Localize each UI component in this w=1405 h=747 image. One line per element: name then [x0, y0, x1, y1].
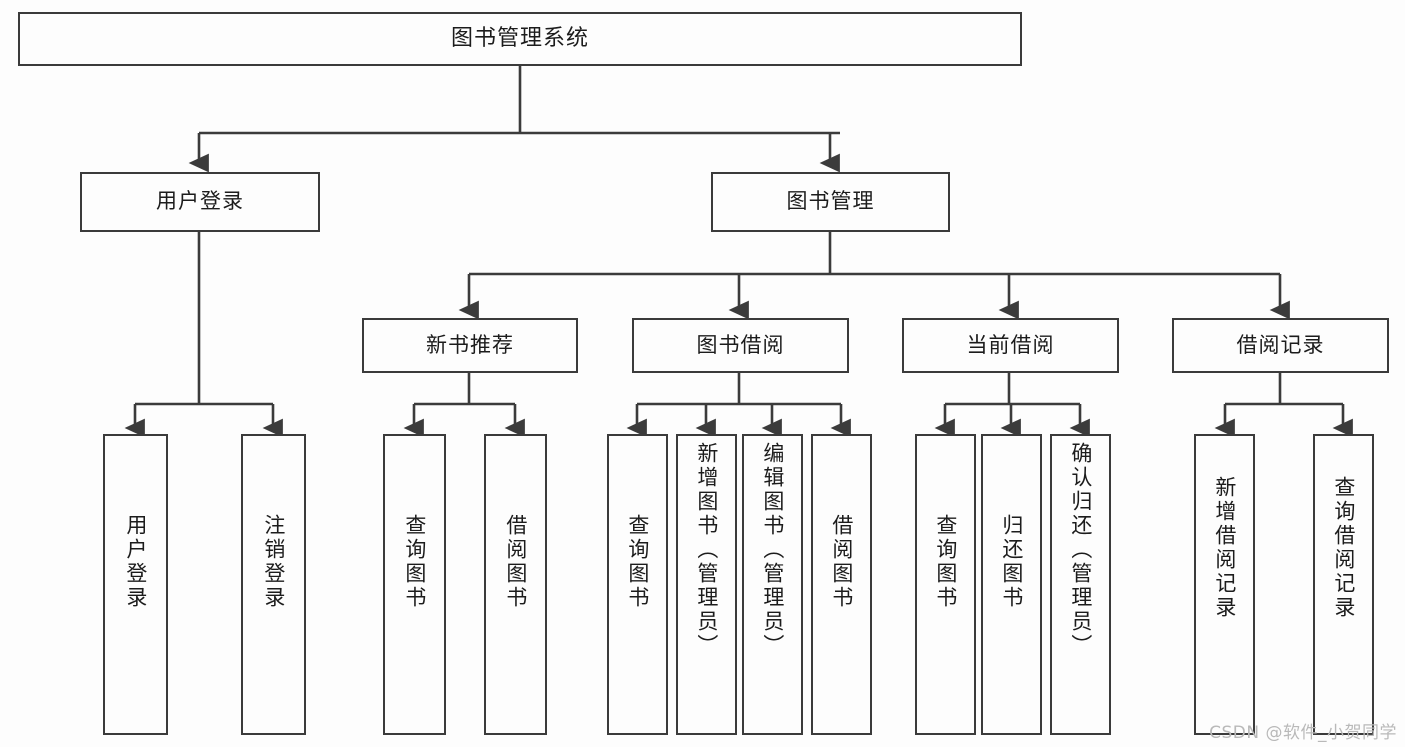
leaf-label: 借阅图书 [503, 514, 528, 610]
node-label: 借阅记录 [1236, 332, 1325, 357]
leaf-book-borrow-add-book-admin[interactable]: 新增图书（管理员） [676, 434, 737, 735]
node-new-book-recommend[interactable]: 新书推荐 [362, 318, 578, 373]
watermark-text: CSDN @软件_小贺同学 [1209, 723, 1397, 743]
leaf-user-login-login[interactable]: 用户登录 [103, 434, 168, 735]
leaf-label: 编辑图书（管理员） [760, 442, 785, 658]
leaf-new-book-borrow-book[interactable]: 借阅图书 [484, 434, 547, 735]
leaf-book-borrow-borrow-book[interactable]: 借阅图书 [811, 434, 872, 735]
leaf-book-borrow-query-book[interactable]: 查询图书 [607, 434, 668, 735]
leaf-label: 新增图书（管理员） [694, 442, 719, 658]
node-label: 图书管理 [786, 189, 875, 214]
leaf-new-book-query-book[interactable]: 查询图书 [383, 434, 446, 735]
leaf-label: 查询图书 [933, 514, 958, 610]
node-book-management[interactable]: 图书管理 [711, 172, 950, 232]
leaf-current-borrow-return-book[interactable]: 归还图书 [981, 434, 1042, 735]
leaf-label: 查询图书 [625, 514, 650, 610]
node-borrow-record[interactable]: 借阅记录 [1172, 318, 1389, 373]
leaf-current-borrow-query-book[interactable]: 查询图书 [915, 434, 976, 735]
leaf-label: 新增借阅记录 [1212, 476, 1237, 620]
leaf-label: 查询图书 [402, 514, 427, 610]
leaf-current-borrow-confirm-return-admin[interactable]: 确认归还（管理员） [1050, 434, 1111, 735]
node-root-system[interactable]: 图书管理系统 [18, 12, 1022, 66]
leaf-borrow-record-add-record[interactable]: 新增借阅记录 [1194, 434, 1255, 735]
node-label: 新书推荐 [426, 332, 514, 357]
leaf-label: 借阅图书 [829, 514, 854, 610]
node-label: 当前借阅 [966, 332, 1055, 357]
leaf-label: 查询借阅记录 [1331, 476, 1356, 620]
node-label: 用户登录 [156, 189, 244, 214]
leaf-label: 确认归还（管理员） [1068, 442, 1093, 658]
leaf-user-login-logout[interactable]: 注销登录 [241, 434, 306, 735]
leaf-borrow-record-query-record[interactable]: 查询借阅记录 [1313, 434, 1374, 735]
leaf-label: 归还图书 [999, 514, 1024, 610]
leaf-label: 用户登录 [123, 514, 148, 610]
node-user-login[interactable]: 用户登录 [80, 172, 320, 232]
node-label: 图书管理系统 [450, 25, 589, 51]
leaf-book-borrow-edit-book-admin[interactable]: 编辑图书（管理员） [742, 434, 803, 735]
node-label: 图书借阅 [696, 332, 785, 357]
leaf-label: 注销登录 [261, 514, 286, 610]
node-current-borrow[interactable]: 当前借阅 [902, 318, 1119, 373]
node-book-borrow[interactable]: 图书借阅 [632, 318, 849, 373]
